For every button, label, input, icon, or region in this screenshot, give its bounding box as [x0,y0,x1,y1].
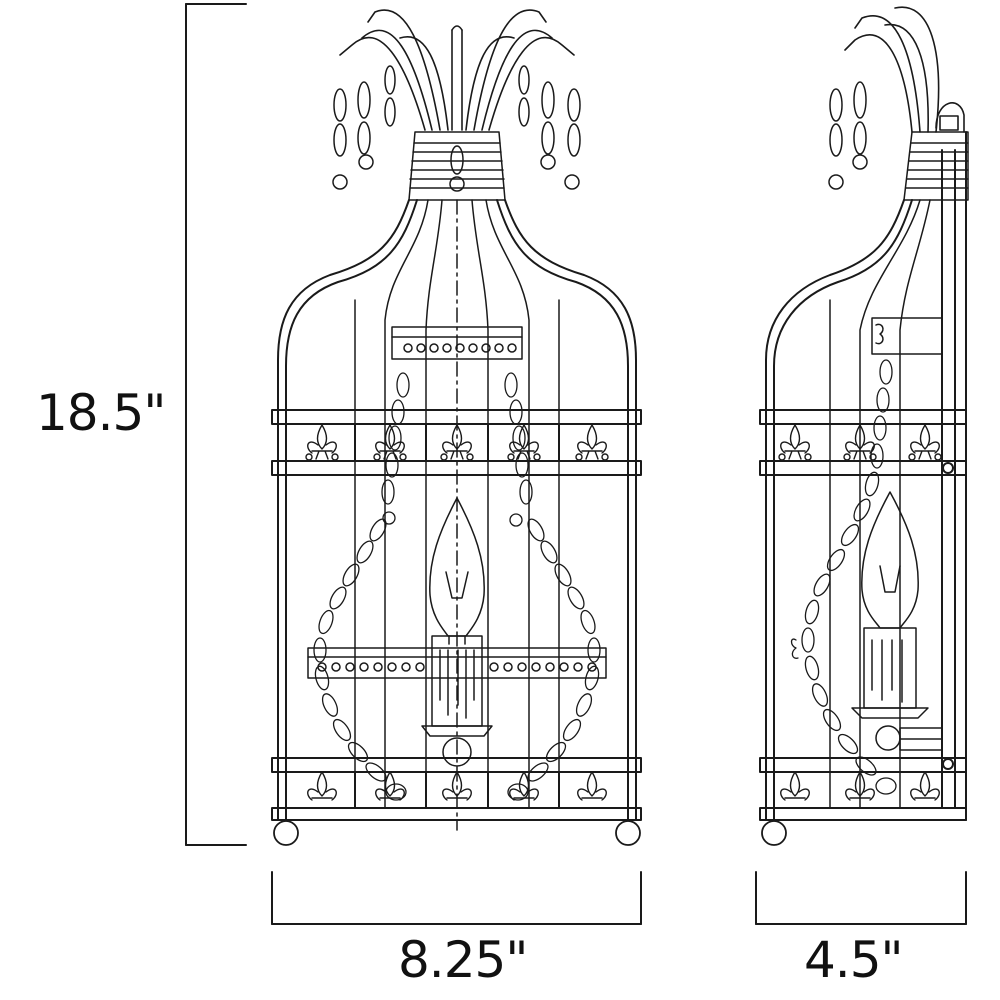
height-dimension-line [185,3,247,846]
top-collar-side [903,131,969,201]
candle-bulb-side [861,491,919,629]
top-collar-front [408,131,506,201]
cage-outline-side [765,131,967,821]
fleur-de-lis-upper-side [778,424,942,461]
lower-beaded-bar-front [307,647,607,679]
crown-arms-side [844,6,940,133]
depth-dimension-line [755,871,967,925]
crystal-swag-left-front [313,372,410,801]
crystal-swag-side [790,359,897,795]
crown-arms-front [339,9,575,131]
base-feet-front [273,819,641,846]
depth-dimension-label: 4.5" [804,931,904,989]
fleur-de-lis-lower-front [307,771,607,801]
side-view-sconce [759,6,969,846]
cage-outline-front [277,199,637,821]
upper-fleur-band-side [759,409,967,476]
crystal-swag-right-front [504,372,601,801]
cage-bars-front [354,199,560,831]
base-feet-side [761,819,967,846]
cage-bars-side [829,199,943,809]
candle-socket-side [851,627,943,751]
fleur-de-lis-upper-front [305,424,609,461]
upper-beaded-bar-front [391,326,523,360]
front-view-sconce [271,9,642,846]
crown-crystal-drops [332,65,581,192]
width-dimension-label: 8.25" [398,931,528,989]
fleur-de-lis-lower-side [780,771,940,801]
height-dimension-label: 18.5" [36,384,166,442]
crown-crystal-drops-side [828,81,868,190]
wall-mount-bracket-side [935,102,965,133]
width-dimension-line [271,871,642,925]
upper-fleur-band-front [271,409,642,476]
